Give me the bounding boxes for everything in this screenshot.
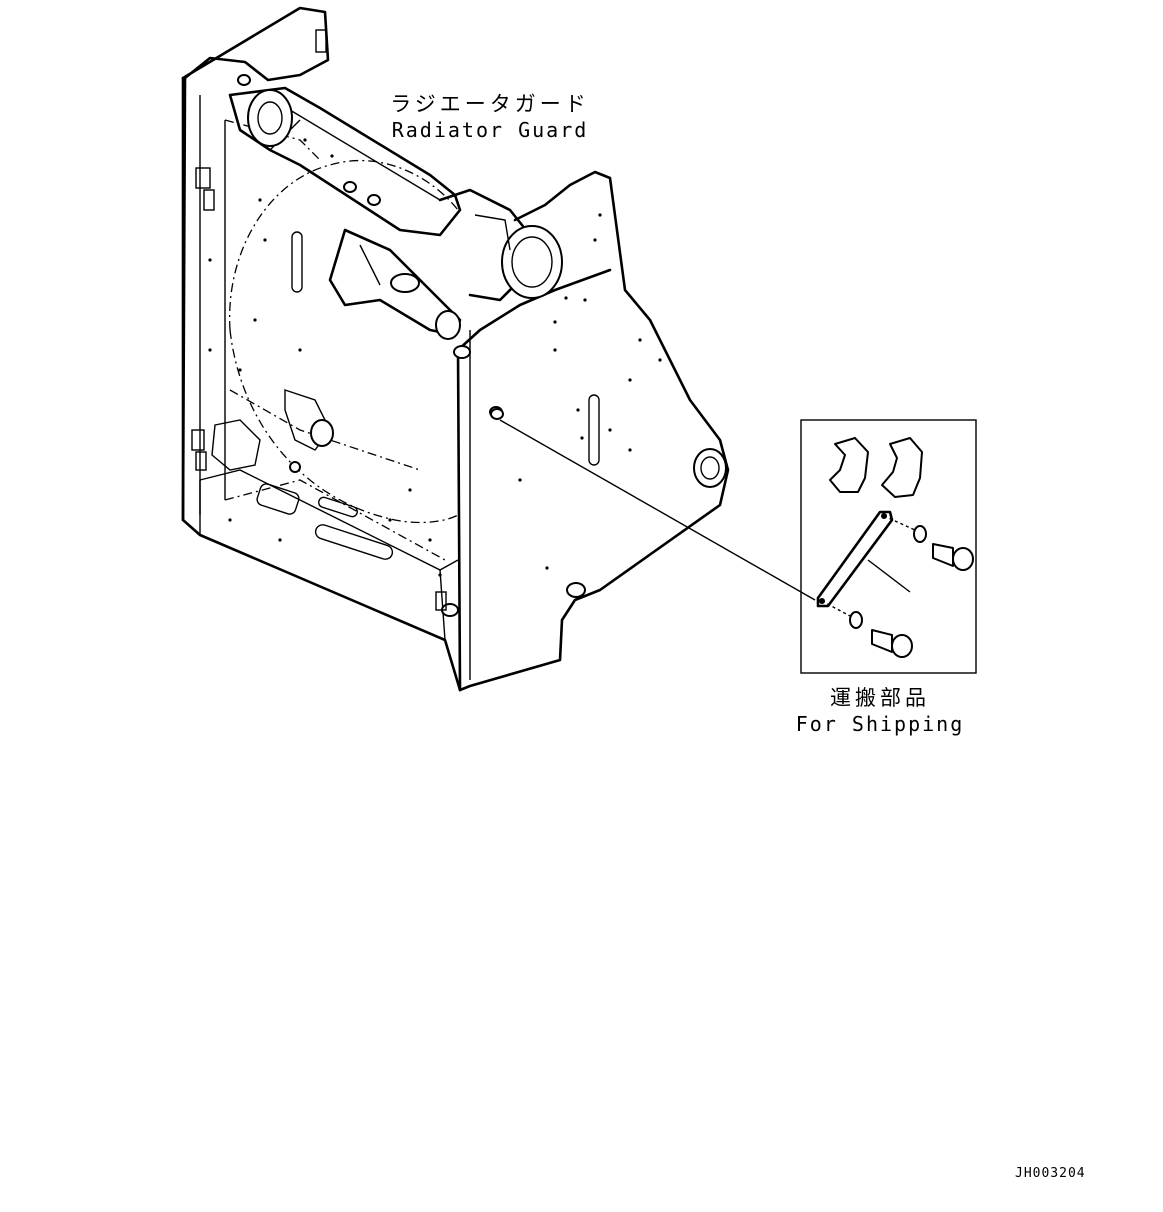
cross-beam [191, 29, 727, 617]
mounting-boss [490, 408, 504, 420]
drawing-id: JH003204 [1015, 1166, 1086, 1181]
for-shipping-label-jp: 運搬部品 [830, 686, 930, 710]
shipping-parts-box [800, 419, 977, 674]
radiator-guard-label-en: Radiator Guard [391, 118, 589, 142]
radiator-guard-label: ラジエータガード Radiator Guard [385, 88, 595, 142]
leader-line [499, 419, 816, 601]
for-shipping-label-en: For Shipping [795, 712, 965, 736]
radiator-guard-label-jp: ラジエータガード [390, 92, 590, 116]
for-shipping-label: 運搬部品 For Shipping [790, 682, 970, 736]
